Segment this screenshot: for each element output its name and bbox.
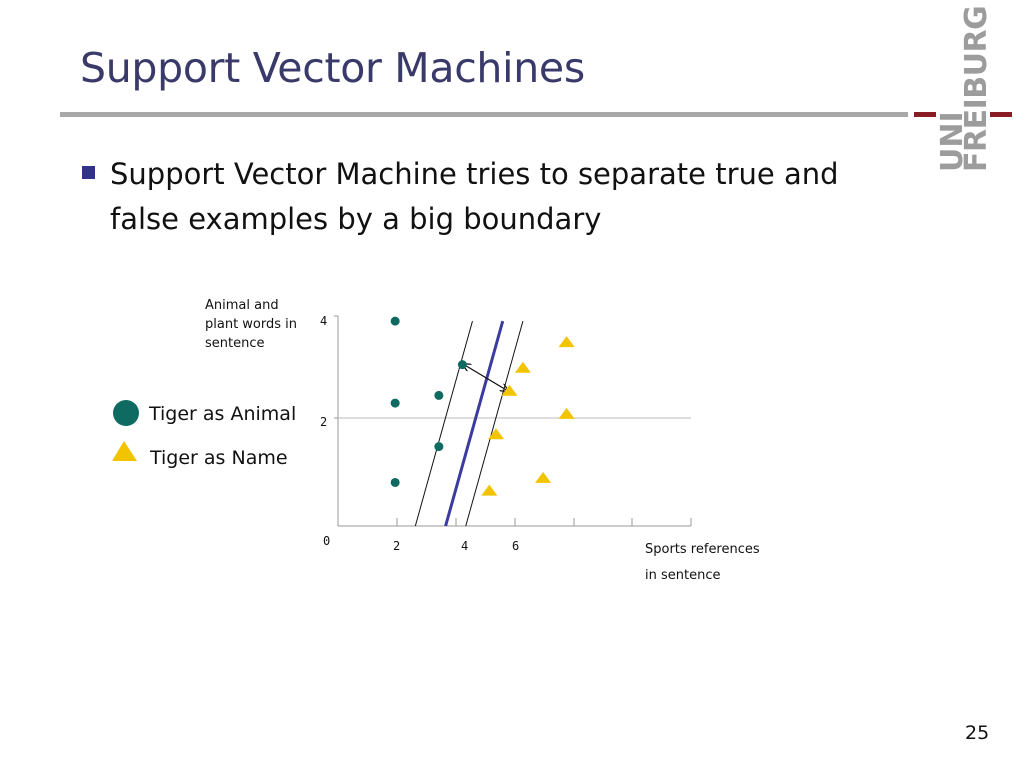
data-points: [390, 316, 575, 496]
x-tick-label-6: 6: [512, 539, 519, 553]
title-rule: [60, 112, 908, 117]
animal-point: [390, 477, 400, 487]
name-point: [501, 384, 518, 396]
margin-line-left: [414, 320, 473, 527]
name-point: [558, 336, 575, 348]
x-tick-label-2: 2: [393, 539, 400, 553]
x-tick-label-0: 0: [323, 534, 330, 548]
name-point: [514, 361, 531, 373]
x-axis-label-line-1: Sports references: [645, 542, 760, 557]
page-number: 25: [965, 722, 990, 744]
name-point: [558, 407, 575, 419]
animal-point: [457, 360, 467, 370]
legend-circle-icon: [113, 400, 139, 426]
brand-rule-left: [914, 112, 936, 117]
decision-boundary-line: [444, 320, 505, 527]
animal-point: [390, 398, 400, 408]
slide-title: Support Vector Machines: [80, 44, 585, 92]
animal-point: [434, 442, 444, 452]
name-point: [535, 471, 552, 483]
x-tick-label-4: 4: [461, 539, 468, 553]
name-point: [481, 484, 498, 496]
animal-point: [390, 316, 400, 326]
bullet-text: Support Vector Machine tries to separate…: [110, 157, 839, 236]
y-axis-label-line-2: plant words in: [205, 317, 297, 332]
legend-label-animal: Tiger as Animal: [148, 403, 296, 425]
brand-rule-right: [990, 112, 1012, 117]
x-axis-label-line-2: in sentence: [645, 568, 720, 583]
margin-line-right: [465, 320, 524, 527]
y-axis-label-line-1: Animal and: [205, 298, 279, 313]
legend-triangle-icon: [112, 441, 137, 461]
y-tick-label-2: 2: [320, 415, 327, 429]
bullet-marker: [82, 166, 95, 179]
y-axis-label-line-3: sentence: [205, 336, 265, 351]
legend-label-name: Tiger as Name: [149, 447, 288, 469]
margin-width-arrow: [463, 364, 508, 391]
name-point: [488, 428, 505, 440]
animal-point: [434, 390, 444, 400]
y-tick-label-4: 4: [320, 314, 327, 328]
